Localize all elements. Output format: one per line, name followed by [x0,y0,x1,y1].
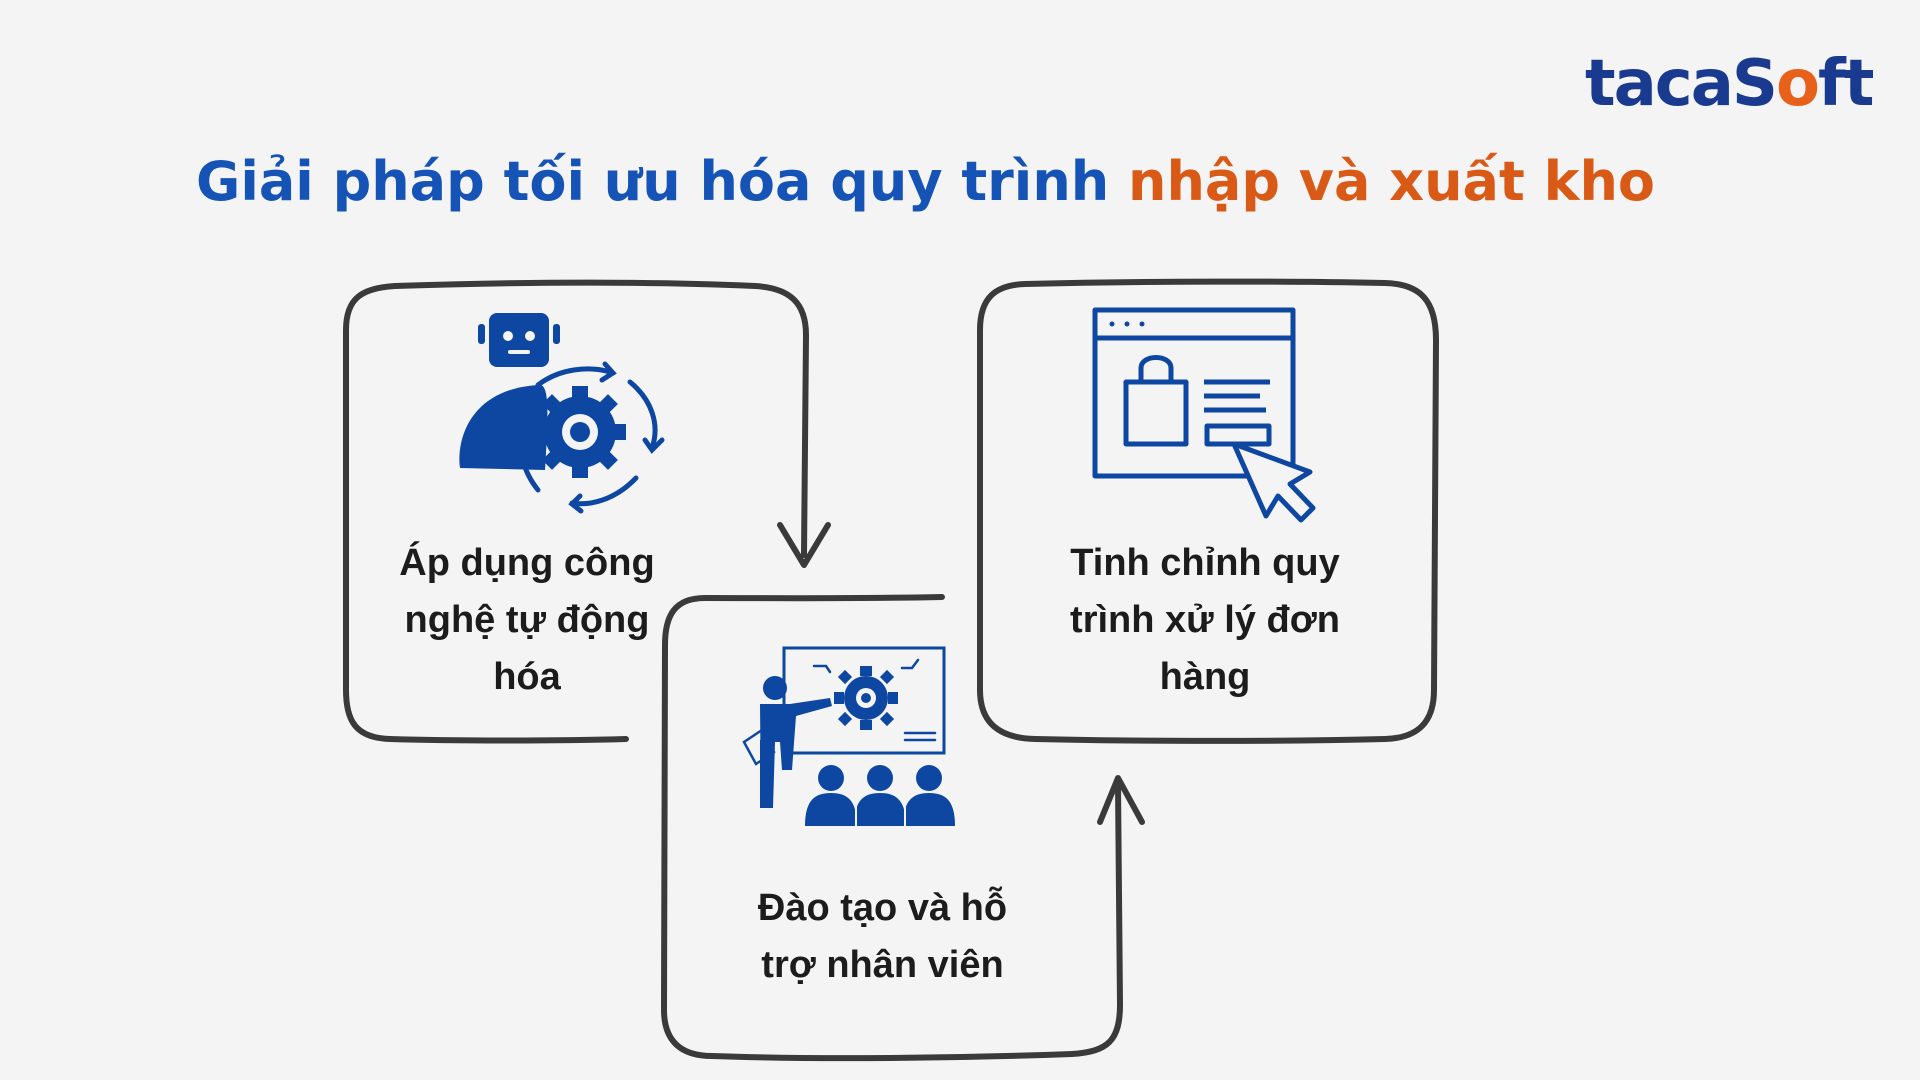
step1-label: Áp dụng công nghệ tự động hóa [399,542,655,698]
page-title: Giải pháp tối ưu hóa quy trình nhập và x… [196,146,1655,218]
step2-arrow-head [1097,775,1145,825]
step2-label: Đào tạo và hỗ trợ nhân viên [757,887,1008,986]
step3-label: Tinh chỉnh quy trình xử lý đơn hàng [1070,542,1340,698]
step3-frame [977,278,1439,744]
step2-frame [661,594,1123,1062]
step1-frame [343,279,809,744]
title-blue-part: Giải pháp tối ưu hóa quy trình [196,150,1129,213]
step1-arrow-head [777,522,831,568]
training-presentation-icon [742,646,955,826]
title-orange-part: nhập và xuất kho [1128,150,1656,213]
online-shopping-click-icon [1092,307,1316,523]
robot-gear-icon [459,313,665,514]
tacasoft-logo: tacaSoft [1585,47,1874,121]
